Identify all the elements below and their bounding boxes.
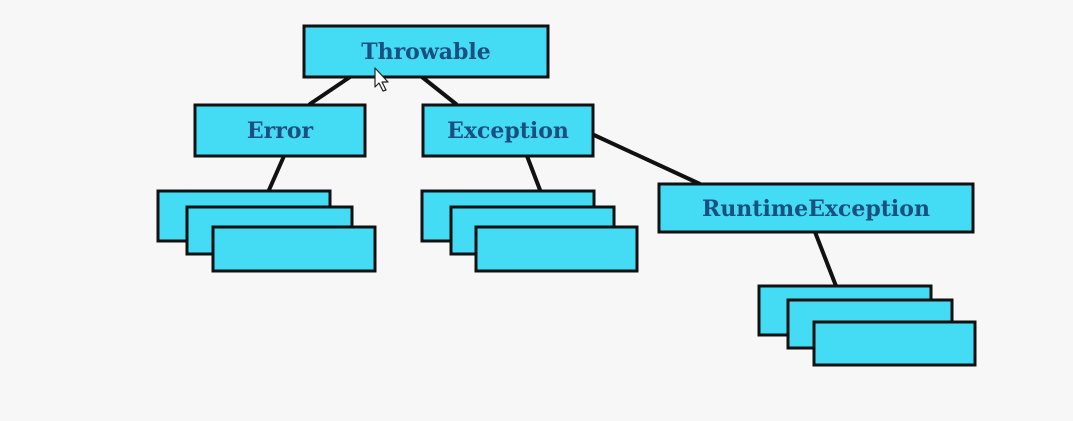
node-throwable: Throwable (302, 24, 550, 79)
exception-subclass-box-3 (474, 225, 639, 273)
connector-error-subclasses (267, 154, 286, 192)
error-label: Error (247, 118, 314, 144)
exception-label: Exception (447, 118, 569, 144)
runtime-exception-box (657, 182, 975, 234)
connector-exception-runtime (592, 133, 702, 186)
mouse-pointer-icon (374, 67, 389, 92)
connector-runtime-subclasses (813, 230, 838, 288)
exception-subclass-stack (420, 189, 639, 273)
runtime-exception-subclass-stack (757, 284, 977, 367)
connector-exception-subclasses (525, 154, 542, 192)
error-box (193, 103, 367, 158)
connector-throwable-exception (420, 75, 458, 106)
runtime-exception-label: RuntimeException (702, 196, 930, 222)
node-error: Error (193, 103, 367, 158)
exception-box (421, 103, 595, 158)
node-runtime-exception: RuntimeException (657, 182, 975, 234)
throwable-box (302, 24, 550, 79)
error-subclass-stack (156, 189, 377, 273)
node-exception: Exception (421, 103, 595, 158)
connector-throwable-error (308, 75, 352, 106)
error-subclass-box-3 (211, 225, 377, 273)
throwable-label: Throwable (361, 39, 491, 65)
runtime-subclass-box-3 (812, 320, 977, 367)
